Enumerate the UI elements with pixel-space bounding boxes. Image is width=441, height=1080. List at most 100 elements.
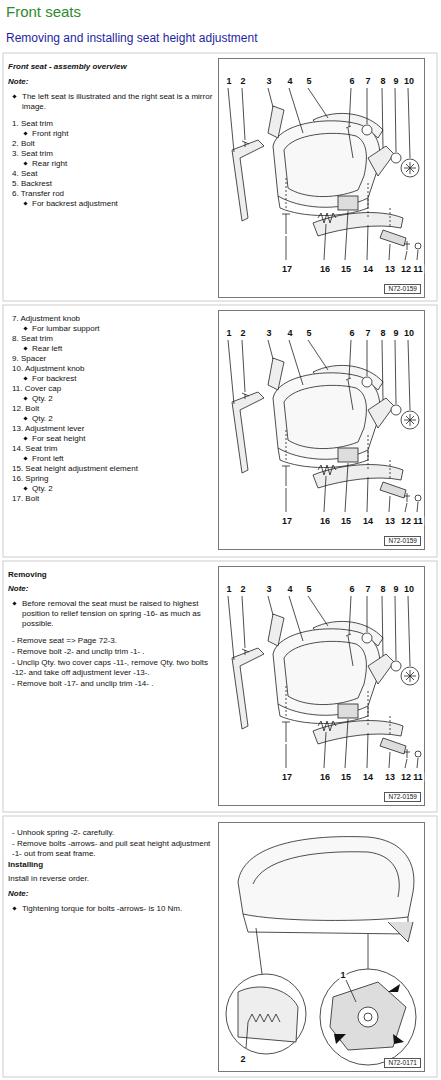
heading: Note: bbox=[8, 889, 28, 898]
text-line: For backrest adjustment bbox=[32, 199, 118, 208]
text-row: For backrest adjustment bbox=[8, 199, 213, 209]
callout-number: 14 bbox=[362, 265, 374, 274]
text-row: Note: bbox=[8, 584, 213, 594]
text-row: For seat height bbox=[8, 434, 213, 444]
text-column: RemovingNote:Before removal the seat mus… bbox=[8, 570, 213, 690]
text-row: 4. Seat bbox=[12, 169, 213, 179]
bullet-mark bbox=[12, 906, 16, 910]
heading: Installing bbox=[8, 860, 43, 869]
bullet-mark bbox=[23, 486, 27, 490]
part-item: 9. Spacer bbox=[12, 354, 46, 363]
callout-number: 17 bbox=[281, 517, 293, 526]
text-line: Qty. 2 bbox=[32, 484, 53, 493]
text-row: 17. Bolt bbox=[12, 494, 213, 504]
text-line: For seat height bbox=[32, 434, 85, 443]
part-item: 12. Bolt bbox=[12, 404, 39, 413]
bullet-mark bbox=[23, 131, 27, 135]
callout-number: 15 bbox=[340, 773, 352, 782]
text-row: Install in reverse order. bbox=[8, 874, 213, 884]
part-item: 17. Bolt bbox=[12, 494, 39, 503]
text-column: 7. Adjustment knobFor lumbar support8. S… bbox=[8, 314, 213, 504]
heading: Note: bbox=[8, 584, 28, 593]
bullet-mark bbox=[12, 601, 16, 605]
text-line: Rear right bbox=[32, 159, 67, 168]
text-line: Install in reverse order. bbox=[8, 874, 89, 883]
bullet-mark bbox=[12, 94, 16, 98]
text-row: 13. Adjustment lever bbox=[12, 424, 213, 434]
callout-number: 2 bbox=[239, 585, 246, 594]
bullet-mark bbox=[23, 436, 27, 440]
callout-number: 3 bbox=[265, 585, 272, 594]
part-item: 4. Seat bbox=[12, 169, 37, 178]
text-line: Before removal the seat must be raised t… bbox=[22, 599, 201, 628]
callout-number: 1 bbox=[225, 329, 232, 338]
callout-number: 3 bbox=[265, 329, 272, 338]
text-row: Qty. 2 bbox=[8, 484, 213, 494]
text-row: 6. Transfer rod bbox=[12, 189, 213, 199]
part-item: 15. Seat height adjustment element bbox=[12, 464, 138, 473]
part-item: 11. Cover cap bbox=[12, 384, 61, 393]
bullet-mark bbox=[23, 396, 27, 400]
callout-number: 9 bbox=[392, 329, 399, 338]
text-row: 5. Backrest bbox=[12, 179, 213, 189]
text-line: For backrest bbox=[32, 374, 76, 383]
text-row: Qty. 2 bbox=[8, 414, 213, 424]
figure-frame: N72-01591234567891017161514131211 bbox=[218, 58, 425, 298]
bullet-mark bbox=[23, 456, 27, 460]
callout-number: 14 bbox=[362, 517, 374, 526]
text-row: The left seat is illustrated and the rig… bbox=[12, 92, 213, 112]
text-row: Installing bbox=[8, 860, 213, 870]
text-row: 8. Seat trim bbox=[12, 334, 213, 344]
text-row: 7. Adjustment knob bbox=[12, 314, 213, 324]
text-line: Rear left bbox=[32, 344, 62, 353]
callout-number: 12 bbox=[400, 773, 412, 782]
callout-number: 12 bbox=[400, 265, 412, 274]
text-row: Qty. 2 bbox=[8, 394, 213, 404]
text-line: - Unclip Qty. two cover caps -11-, remov… bbox=[12, 658, 208, 677]
callout-number: 3 bbox=[265, 77, 272, 86]
callout-number: 9 bbox=[392, 77, 399, 86]
callout-number: 6 bbox=[348, 329, 355, 338]
figure-code: N72-0159 bbox=[384, 284, 421, 294]
text-line: For lumbar support bbox=[32, 324, 100, 333]
callout-number: 17 bbox=[281, 265, 293, 274]
text-row: 16. Spring bbox=[12, 474, 213, 484]
text-row: - Remove bolt -17- and unclip trim -14- … bbox=[12, 679, 213, 689]
callout-number: 4 bbox=[286, 329, 293, 338]
callout-number: 2 bbox=[239, 329, 246, 338]
callout-number: 7 bbox=[364, 77, 371, 86]
bullet-mark bbox=[23, 346, 27, 350]
text-row: Rear left bbox=[8, 344, 213, 354]
callout-number: 14 bbox=[362, 773, 374, 782]
text-row: 11. Cover cap bbox=[12, 384, 213, 394]
text-row: For backrest bbox=[8, 374, 213, 384]
bullet-mark bbox=[23, 416, 27, 420]
callout-number: 11 bbox=[412, 265, 424, 274]
text-line: Front left bbox=[32, 454, 64, 463]
callout-number: 11 bbox=[412, 773, 424, 782]
callout-number: 16 bbox=[319, 773, 331, 782]
text-row: - Unhook spring -2- carefully. bbox=[12, 828, 213, 838]
text-line: - Unhook spring -2- carefully. bbox=[12, 828, 114, 837]
callout-number: 2 bbox=[239, 77, 246, 86]
callout-number: 16 bbox=[319, 265, 331, 274]
text-row: For lumbar support bbox=[8, 324, 213, 334]
text-line: Tightening torque for bolts -arrows- is … bbox=[22, 904, 182, 913]
callout-number: 13 bbox=[384, 517, 396, 526]
part-item: 10. Adjustment knob bbox=[12, 364, 85, 373]
callout-number: 10 bbox=[403, 585, 415, 594]
text-row: 2. Bolt bbox=[12, 139, 213, 149]
part-item: 5. Backrest bbox=[12, 179, 52, 188]
figure-frame: N72-01591234567891017161514131211 bbox=[218, 566, 425, 806]
text-row: - Remove bolt -2- and unclip trim -1- . bbox=[12, 647, 213, 657]
text-row: - Remove bolts -arrows- and pull seat he… bbox=[12, 839, 213, 859]
part-item: 7. Adjustment knob bbox=[12, 314, 80, 323]
callout-number: 1 bbox=[339, 971, 346, 980]
text-line: Qty. 2 bbox=[32, 414, 53, 423]
callout-number: 5 bbox=[305, 77, 312, 86]
part-item: 6. Transfer rod bbox=[12, 189, 64, 198]
text-row: 15. Seat height adjustment element bbox=[12, 464, 213, 474]
text-row: 9. Spacer bbox=[12, 354, 213, 364]
bullet-mark bbox=[23, 326, 27, 330]
